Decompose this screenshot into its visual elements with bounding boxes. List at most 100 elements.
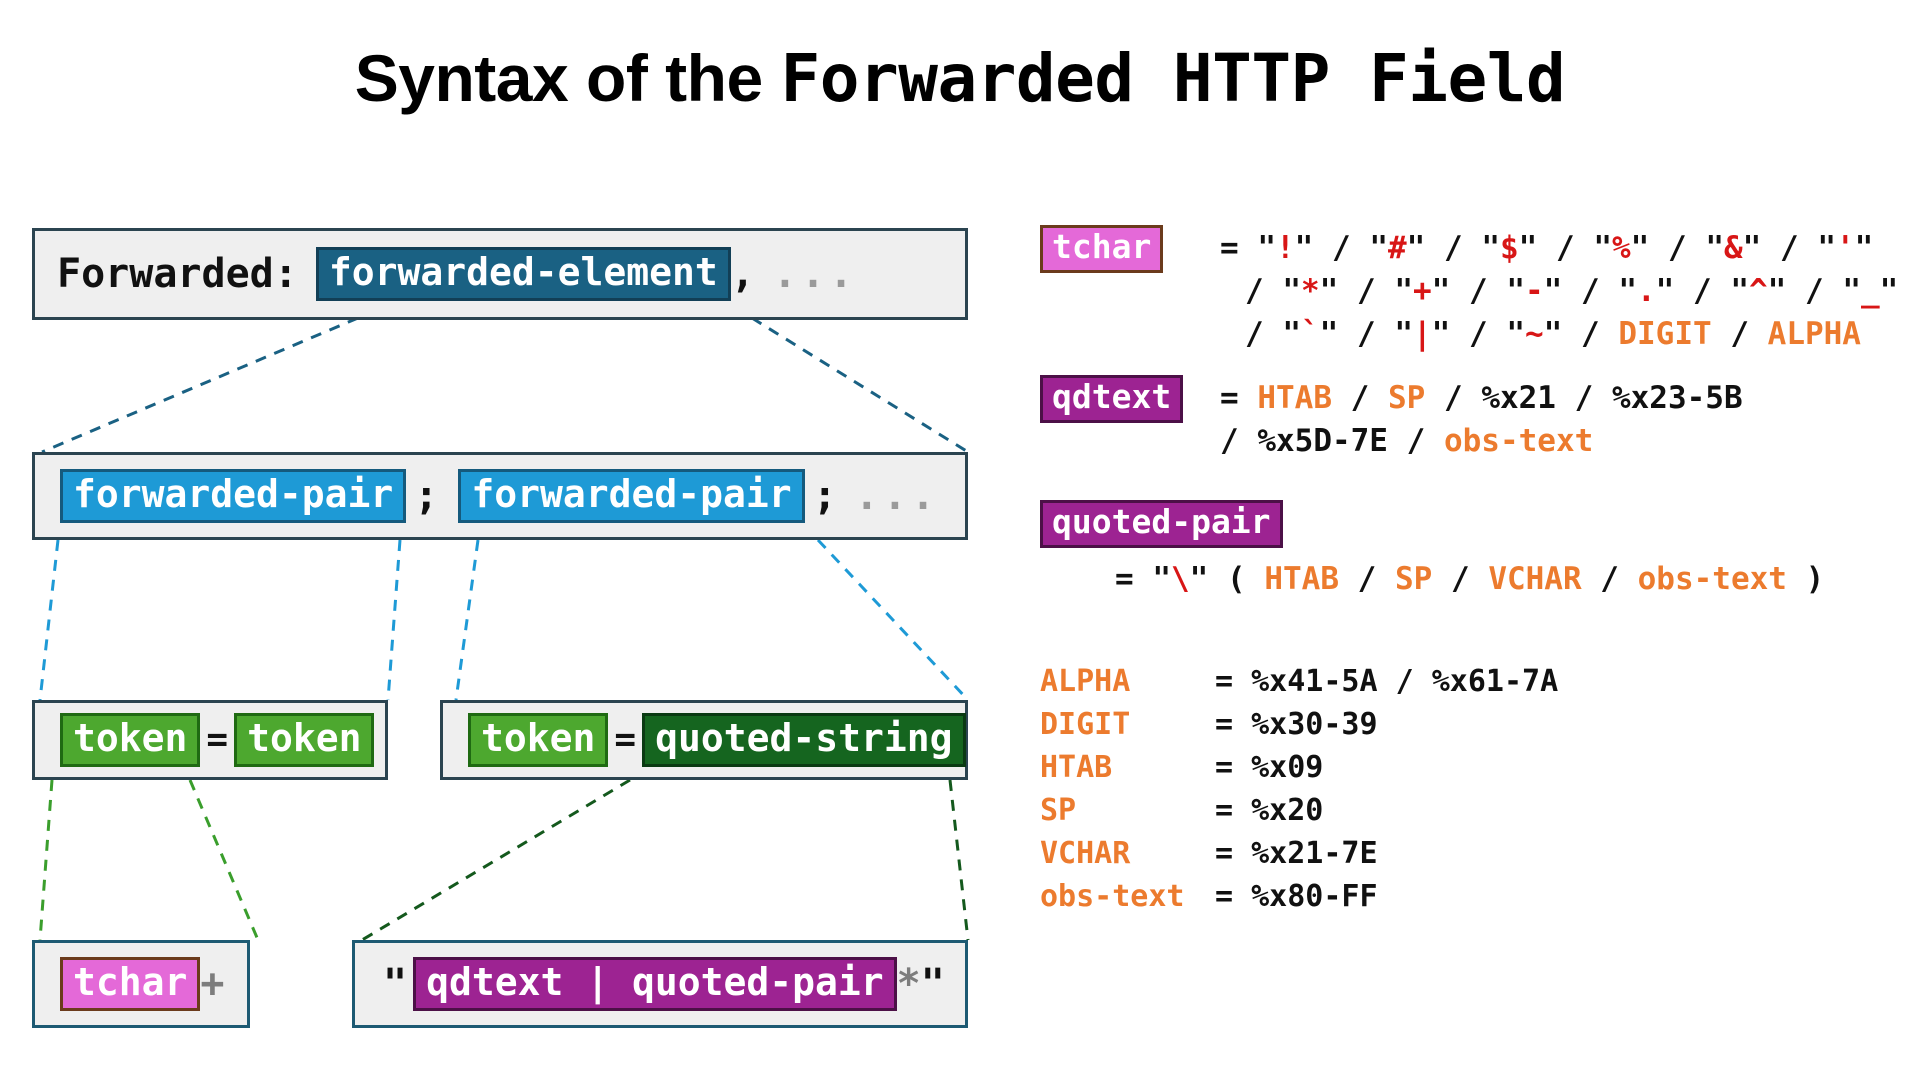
tchar-item-0: ! [1276, 230, 1295, 266]
core-def-name-digit: DIGIT [1040, 707, 1131, 742]
tag-tchar[interactable]: tchar [60, 956, 201, 1012]
abnf-rules-panel: tchar = "!" / "#" / "$" / "%" / "&" / "'… [1040, 225, 1920, 918]
tchar-item-1: # [1388, 230, 1407, 266]
core-def-name-alpha: ALPHA [1040, 664, 1131, 699]
core-def-row: VCHAR = %x21-7E [1040, 832, 1920, 875]
rule-quoted-pair-line: = "\" ( HTAB / SP / VCHAR / obs-text ) [1115, 561, 1825, 597]
panel-token-definition: tchar + [32, 940, 250, 1028]
token-pair-equals: = [206, 719, 229, 761]
connector-token-right [188, 779, 260, 941]
tchar-item-7: + [1413, 273, 1432, 309]
tchar-item-8: - [1525, 273, 1544, 309]
core-def-value-obs-text: = %x80-FF [1215, 879, 1378, 914]
tchar-item-14: ~ [1525, 316, 1544, 352]
rule-tchar: tchar = "!" / "#" / "$" / "%" / "&" / "'… [1040, 225, 1920, 375]
page-title-part-sans: Syntax of the [354, 41, 781, 115]
panel-forwarded-pair-token: token = token [32, 700, 388, 780]
rule-qdtext-line-1: = HTAB / SP / %x21 / %x23-5B [1220, 380, 1743, 416]
tchar-item-10: ^ [1749, 273, 1768, 309]
connector-pair2-right [816, 538, 970, 702]
tchar-nonterminal-digit: DIGIT [1618, 316, 1712, 352]
syntax-diagram: Forwarded: forwarded-element , ... forwa… [32, 228, 970, 1028]
connector-element-left [41, 316, 359, 454]
tag-token-name[interactable]: token [60, 712, 201, 768]
core-def-name-vchar: VCHAR [1040, 836, 1131, 871]
panel-forwarded-pair-qstring: token = quoted-string [440, 700, 968, 780]
qstring-pair-equals: = [614, 719, 637, 761]
tchar-item-13: | [1413, 316, 1432, 352]
quoted-pair-backslash: \ [1171, 561, 1190, 597]
forwarded-field-prefix: Forwarded: [57, 250, 298, 297]
qdtext-x21: %x21 [1481, 380, 1556, 416]
core-def-value-vchar: = %x21-7E [1215, 836, 1378, 871]
tag-forwarded-pair-2[interactable]: forwarded-pair [458, 468, 805, 524]
connector-element-right [751, 316, 969, 454]
tag-token-value[interactable]: token [234, 712, 375, 768]
tchar-item-5: ' [1836, 230, 1855, 266]
page-title-part-mono: Forwarded HTTP Field [780, 40, 1566, 117]
core-def-row: HTAB = %x09 [1040, 746, 1920, 789]
tag-forwarded-element[interactable]: forwarded-element [315, 246, 731, 302]
forwarded-element-sep-2: ; [812, 472, 837, 519]
badge-quoted-pair[interactable]: quoted-pair [1040, 500, 1283, 548]
tchar-item-11: _ [1861, 273, 1880, 309]
tchar-item-2: $ [1500, 230, 1519, 266]
forwarded-element-sep-1: ; [414, 472, 439, 519]
rule-quoted-pair: quoted-pair = "\" ( HTAB / SP / VCHAR / … [1040, 500, 1920, 650]
qdtext-sp: SP [1387, 380, 1426, 416]
core-def-value-sp: = %x20 [1215, 793, 1324, 828]
core-def-value-digit: = %x30-39 [1215, 707, 1378, 742]
tag-token-name-2[interactable]: token [468, 712, 609, 768]
rule-qdtext: qdtext = HTAB / SP / %x21 / %x23-5B / %x… [1040, 375, 1920, 500]
quoted-string-close-quote: " [920, 960, 945, 1007]
connector-token-left [38, 779, 54, 941]
tchar-repeat-operator: + [200, 960, 225, 1007]
badge-qdtext[interactable]: qdtext [1040, 375, 1184, 423]
connector-qstring-right [948, 779, 970, 941]
core-def-value-htab: = %x09 [1215, 750, 1324, 785]
qdtext-x5d-7e: %x5D-7E [1257, 423, 1388, 459]
core-def-row: obs-text = %x80-FF [1040, 875, 1920, 918]
badge-tchar[interactable]: tchar [1040, 225, 1164, 273]
rule-tchar-line-3: / "`" / "|" / "~" / DIGIT / ALPHA [1245, 316, 1861, 352]
tag-forwarded-pair-1[interactable]: forwarded-pair [60, 468, 407, 524]
forwarded-element-ellipsis: ... [854, 472, 940, 519]
connector-pair2-left [454, 539, 480, 701]
core-def-name-sp: SP [1040, 793, 1077, 828]
core-def-row: SP = %x20 [1040, 789, 1920, 832]
core-rule-definitions: ALPHA = %x41-5A / %x61-7A DIGIT = %x30-3… [1040, 660, 1920, 918]
rule-tchar-line-2: / "*" / "+" / "-" / "." / "^" / "_" [1245, 273, 1899, 309]
rule-tchar-line-1: = "!" / "#" / "$" / "%" / "&" / "'" [1220, 230, 1874, 266]
tchar-item-6: * [1301, 273, 1320, 309]
core-def-row: DIGIT = %x30-39 [1040, 703, 1920, 746]
tchar-nonterminal-alpha: ALPHA [1767, 316, 1861, 352]
tag-qdtext-quotedpair-alt[interactable]: qdtext | quoted-pair [413, 956, 897, 1012]
qdtext-htab: HTAB [1257, 380, 1332, 416]
tag-quoted-string[interactable]: quoted-string [642, 712, 966, 768]
qdtext-x23-5b: %x23-5B [1611, 380, 1743, 416]
connector-lines [38, 316, 970, 942]
core-def-value-alpha: = %x41-5A / %x61-7A [1215, 664, 1559, 699]
qdtext-obs-text: obs-text [1443, 423, 1594, 459]
quoted-pair-vchar: VCHAR [1488, 561, 1582, 597]
tchar-item-12: ` [1301, 316, 1320, 352]
quoted-pair-sp: SP [1394, 561, 1433, 597]
panel-forwarded-element: forwarded-pair ; forwarded-pair ; ... [32, 452, 968, 540]
connector-pair1-left [38, 539, 60, 701]
rule-qdtext-line-2: / %x5D-7E / obs-text [1220, 423, 1594, 459]
quoted-pair-htab: HTAB [1264, 561, 1339, 597]
core-def-name-htab: HTAB [1040, 750, 1113, 785]
tchar-item-9: . [1637, 273, 1656, 309]
connector-pair1-right [386, 539, 402, 701]
panel-quoted-string-definition: " qdtext | quoted-pair * " [352, 940, 968, 1028]
connector-qstring-left [361, 778, 631, 942]
quoted-pair-obs-text: obs-text [1637, 561, 1787, 597]
quoted-string-star-operator: * [896, 960, 921, 1007]
core-def-name-obs-text: obs-text [1040, 879, 1185, 914]
quoted-string-open-quote: " [383, 960, 408, 1007]
panel-forwarded-field: Forwarded: forwarded-element , ... [32, 228, 968, 320]
tchar-item-3: % [1612, 230, 1631, 266]
page-title: Syntax of the Forwarded HTTP Field [0, 40, 1920, 117]
forwarded-field-ellipsis: ... [772, 250, 858, 297]
tchar-item-4: & [1724, 230, 1743, 266]
